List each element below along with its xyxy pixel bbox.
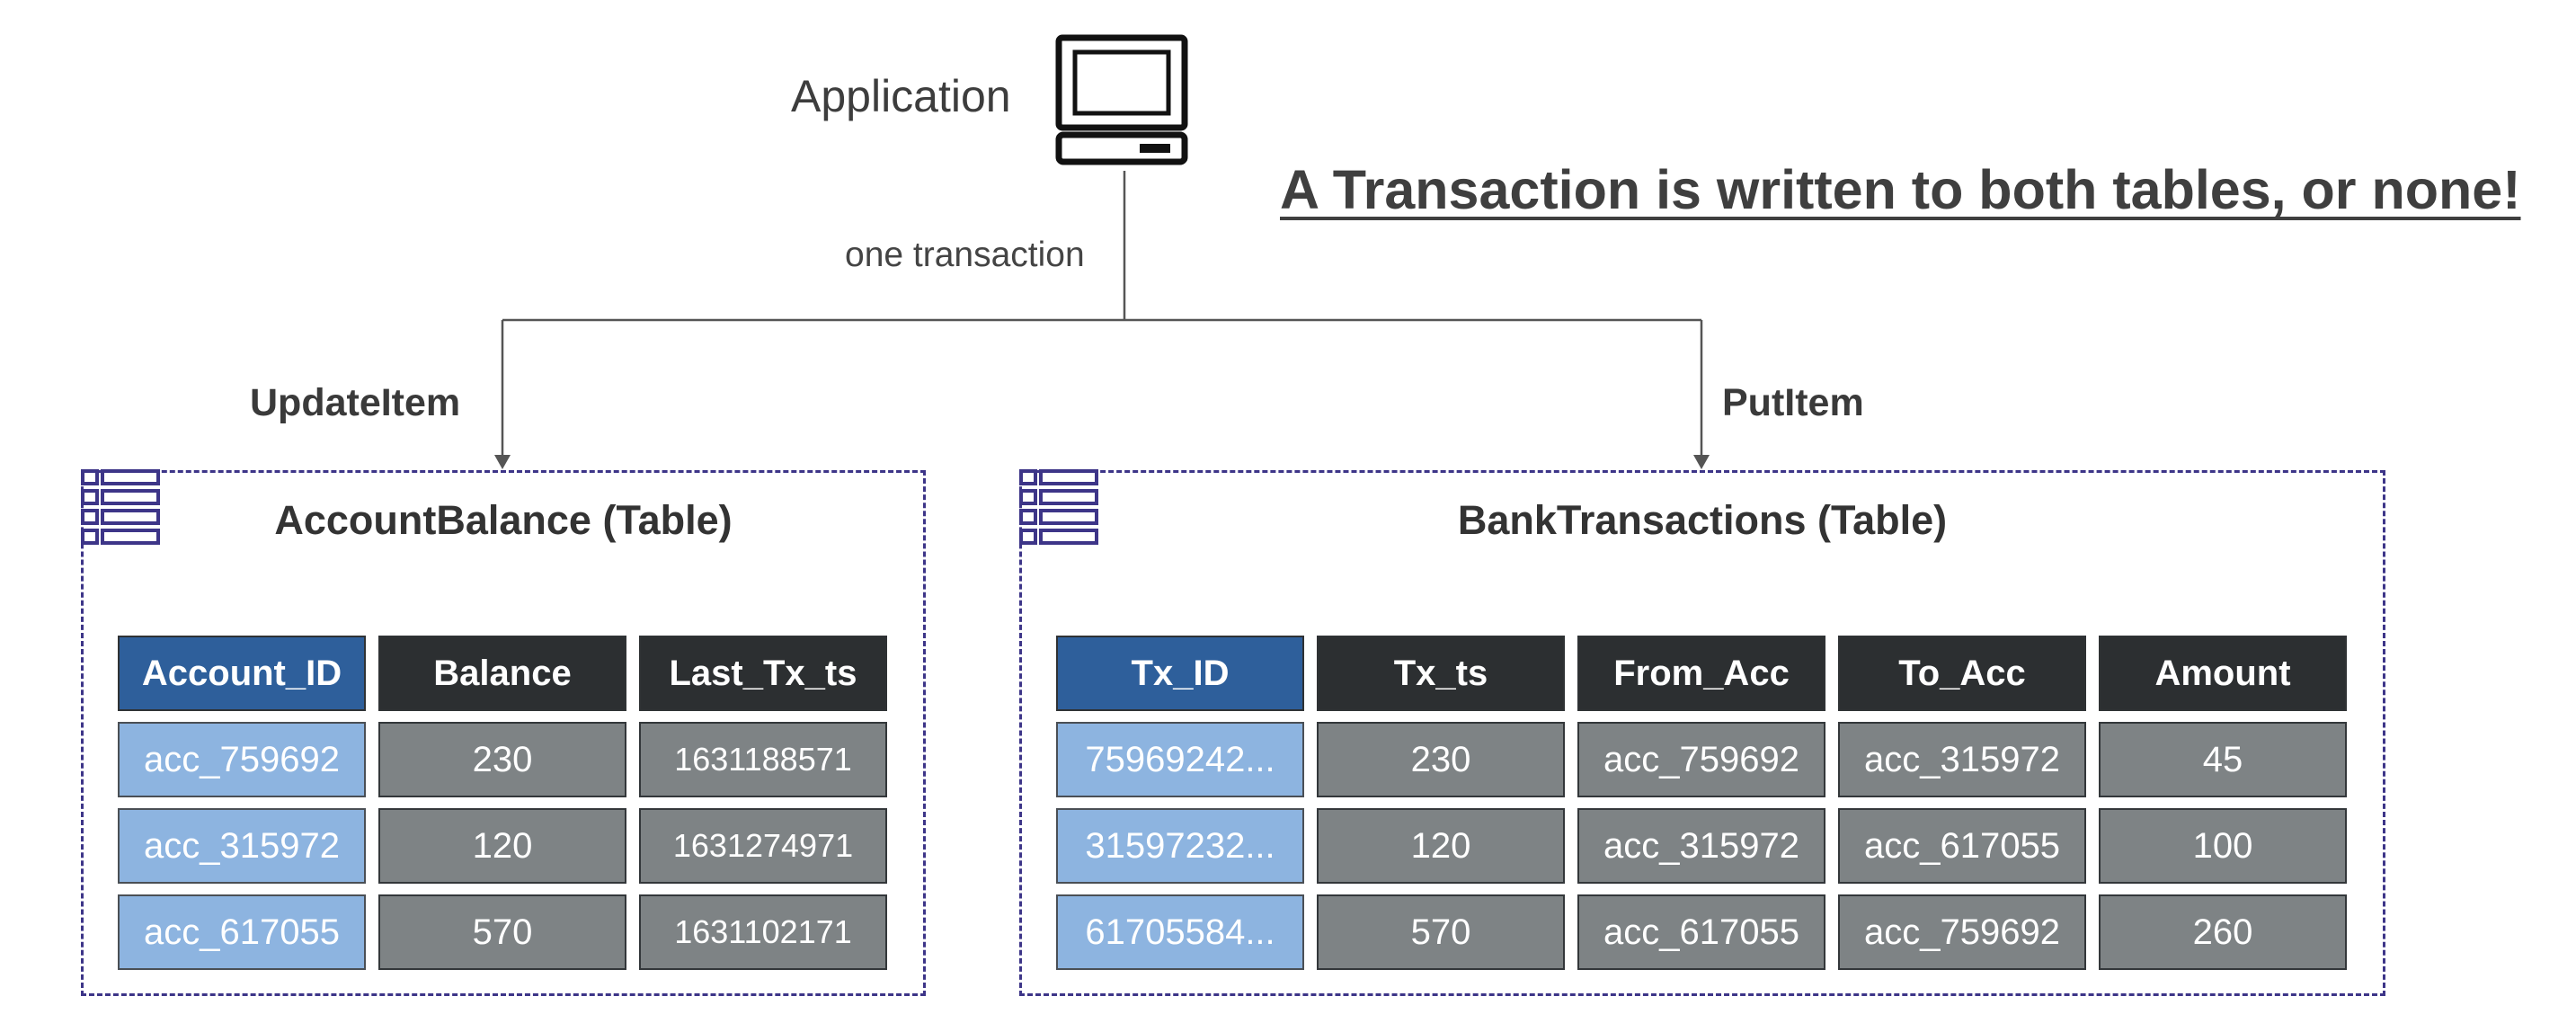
bank-transactions-title: BankTransactions (Table) [1457,497,1948,543]
amount-cell: 45 [2099,722,2347,797]
header-last-tx-ts: Last_Tx_ts [639,636,887,711]
header-to-acc: To_Acc [1838,636,2086,711]
last-tx-ts-cell: 1631274971 [639,808,887,884]
right-arrowhead [1693,455,1710,469]
computer-icon [1055,34,1188,165]
header-tx-ts: Tx_ts [1317,636,1565,711]
from-acc-cell: acc_315972 [1577,808,1825,884]
header-balance: Balance [378,636,626,711]
tx-ts-cell: 120 [1317,808,1565,884]
header-tx-id: Tx_ID [1056,636,1304,711]
account-id-cell: acc_759692 [118,722,366,797]
account-id-cell: acc_617055 [118,894,366,970]
put-item-label: PutItem [1722,381,1864,424]
tx-id-cell: 31597232... [1056,808,1304,884]
table-icon [1019,469,1098,545]
header-account-id: Account_ID [118,636,366,711]
last-tx-ts-cell: 1631188571 [639,722,887,797]
tx-ts-cell: 570 [1317,894,1565,970]
amount-cell: 100 [2099,808,2347,884]
from-acc-cell: acc_617055 [1577,894,1825,970]
tx-ts-cell: 230 [1317,722,1565,797]
left-arrowhead [494,455,511,469]
to-acc-cell: acc_315972 [1838,722,2086,797]
account-balance-title: AccountBalance (Table) [274,497,733,543]
balance-cell: 230 [378,722,626,797]
bank-transactions-table: BankTransactions (Table) Tx_ID Tx_ts Fro… [1019,469,2385,996]
tx-id-cell: 75969242... [1056,722,1304,797]
table-icon [81,469,160,545]
header-from-acc: From_Acc [1577,636,1825,711]
balance-cell: 570 [378,894,626,970]
to-acc-cell: acc_617055 [1838,808,2086,884]
amount-cell: 260 [2099,894,2347,970]
last-tx-ts-cell: 1631102171 [639,894,887,970]
account-id-cell: acc_315972 [118,808,366,884]
to-acc-cell: acc_759692 [1838,894,2086,970]
account-balance-table: AccountBalance (Table) Account_ID Balanc… [81,469,926,996]
header-amount: Amount [2099,636,2347,711]
from-acc-cell: acc_759692 [1577,722,1825,797]
headline: A Transaction is written to both tables,… [1280,159,2521,220]
tx-id-cell: 61705584... [1056,894,1304,970]
one-transaction-label: one transaction [845,236,1085,274]
balance-cell: 120 [378,808,626,884]
update-item-label: UpdateItem [250,381,461,424]
application-label: Application [791,71,1011,121]
